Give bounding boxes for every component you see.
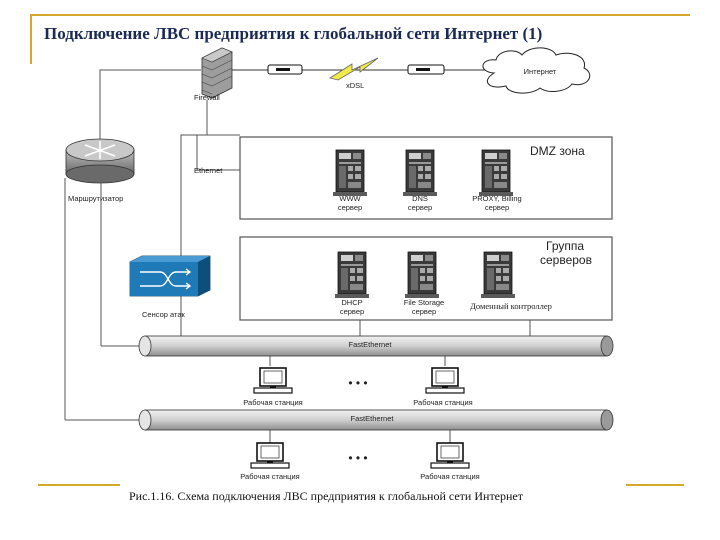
dmz-zone-title: DMZ зона	[530, 144, 585, 158]
xdsl-label: xDSL	[346, 81, 364, 90]
firewall-label: Firewall	[194, 93, 220, 102]
more-workstations-dots: • • •	[348, 376, 367, 390]
dhcp-server-icon	[334, 251, 370, 299]
proxy-billing-server-icon	[478, 149, 514, 197]
domain-controller-icon	[480, 251, 516, 299]
dns-server-icon	[402, 149, 438, 197]
top-frame-line	[30, 14, 690, 16]
fastethernet-bus-2	[138, 409, 614, 431]
file-storage-server-icon	[404, 251, 440, 299]
connection-lines	[64, 69, 531, 443]
proxy-billing-server-sublabel: сервер	[485, 203, 509, 212]
fastethernet-bus-1	[138, 335, 614, 357]
router-label: Маршрутизатор	[68, 194, 123, 203]
server-group-title-line2: серверов	[540, 253, 592, 267]
workstation-label: Рабочая станция	[243, 398, 302, 407]
firewall-icon	[201, 47, 233, 99]
fastethernet-bus-1-label: FastEthernet	[349, 340, 393, 349]
slide-title: Подключение ЛВС предприятия к глобальной…	[44, 24, 543, 43]
workstation-icon	[250, 442, 290, 469]
file-storage-server-label: File Storage	[404, 298, 444, 307]
workstation-icon	[253, 367, 293, 394]
workstation-icon	[430, 442, 470, 469]
bottom-frame-line-left	[38, 484, 120, 486]
www-server-icon	[332, 149, 368, 197]
dns-server-sublabel: сервер	[408, 203, 432, 212]
attack-sensor-icon	[129, 255, 211, 297]
file-storage-server-sublabel: сервер	[412, 307, 436, 316]
router-icon	[65, 138, 135, 184]
dns-server-label: DNS	[412, 194, 428, 203]
dhcp-server-label: DHCP	[341, 298, 362, 307]
dhcp-server-sublabel: сервер	[340, 307, 364, 316]
workstation-label: Рабочая станция	[420, 472, 479, 481]
dmz-zone-box	[239, 136, 613, 220]
domain-controller-label: Доменный контроллер	[470, 301, 552, 311]
fastethernet-bus-2-label: FastEthernet	[351, 414, 395, 423]
figure-caption: Рис.1.16. Схема подключения ЛВС предприя…	[129, 489, 524, 503]
proxy-billing-server-label: PROXY, Billing	[472, 194, 521, 203]
ethernet-label: Ethernet	[194, 166, 223, 175]
more-workstations-dots: • • •	[348, 451, 367, 465]
www-server-label: WWW	[339, 194, 361, 203]
attack-sensor-label: Сенсор атак	[142, 310, 186, 319]
internet-label: Интернет	[524, 67, 557, 76]
workstation-label: Рабочая станция	[240, 472, 299, 481]
internet-cloud-icon	[482, 47, 591, 94]
server-group-title-line1: Группа	[546, 239, 584, 253]
workstation-label: Рабочая станция	[413, 398, 472, 407]
lightning-icon	[328, 57, 379, 81]
www-server-sublabel: сервер	[338, 203, 362, 212]
left-frame-line	[30, 14, 32, 64]
bottom-frame-line-right	[626, 484, 684, 486]
server-group-box	[239, 236, 613, 321]
workstation-icon	[425, 367, 465, 394]
